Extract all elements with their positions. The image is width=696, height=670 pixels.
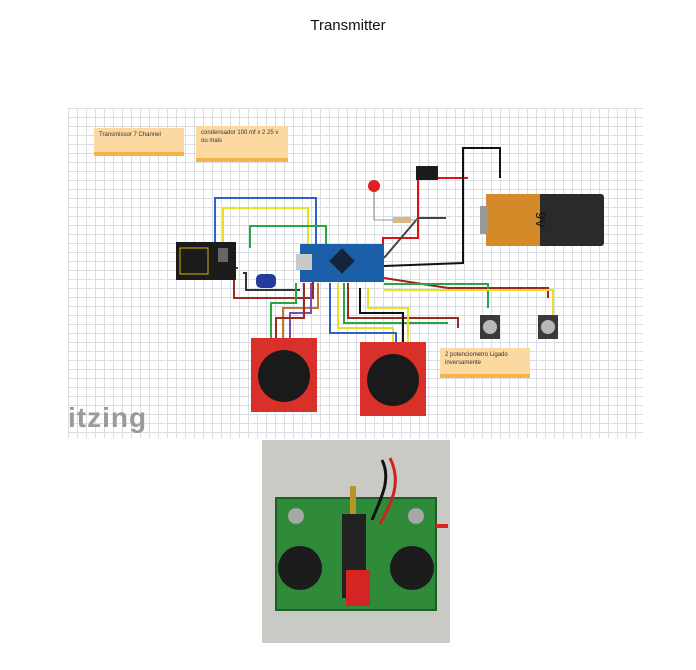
circuit-photo: [262, 440, 450, 643]
battery-9v: [480, 194, 604, 246]
note-pots: 2 potenciometro Ligado inversamente: [440, 348, 530, 378]
led: [368, 180, 380, 192]
note-channel: Transmissor 7 Channel: [94, 128, 184, 156]
capacitor: [256, 274, 276, 288]
joystick-right: [360, 342, 426, 416]
note-capacitor: condensador 100 mf x 2 25 v ou mais: [196, 126, 288, 162]
joystick-left: [251, 338, 317, 412]
brand-watermark: itzing: [68, 402, 148, 433]
page-title: Transmitter: [310, 17, 386, 34]
battery-label: 9V: [533, 212, 548, 228]
switch: [416, 166, 438, 180]
resistor: [393, 217, 411, 223]
potentiometer-1: [480, 315, 500, 339]
potentiometer-2: [538, 315, 558, 339]
breadboard-diagram: Transmissor 7 Channel condensador 100 mf…: [68, 108, 643, 438]
circuit-drawing: 9V: [176, 147, 604, 416]
